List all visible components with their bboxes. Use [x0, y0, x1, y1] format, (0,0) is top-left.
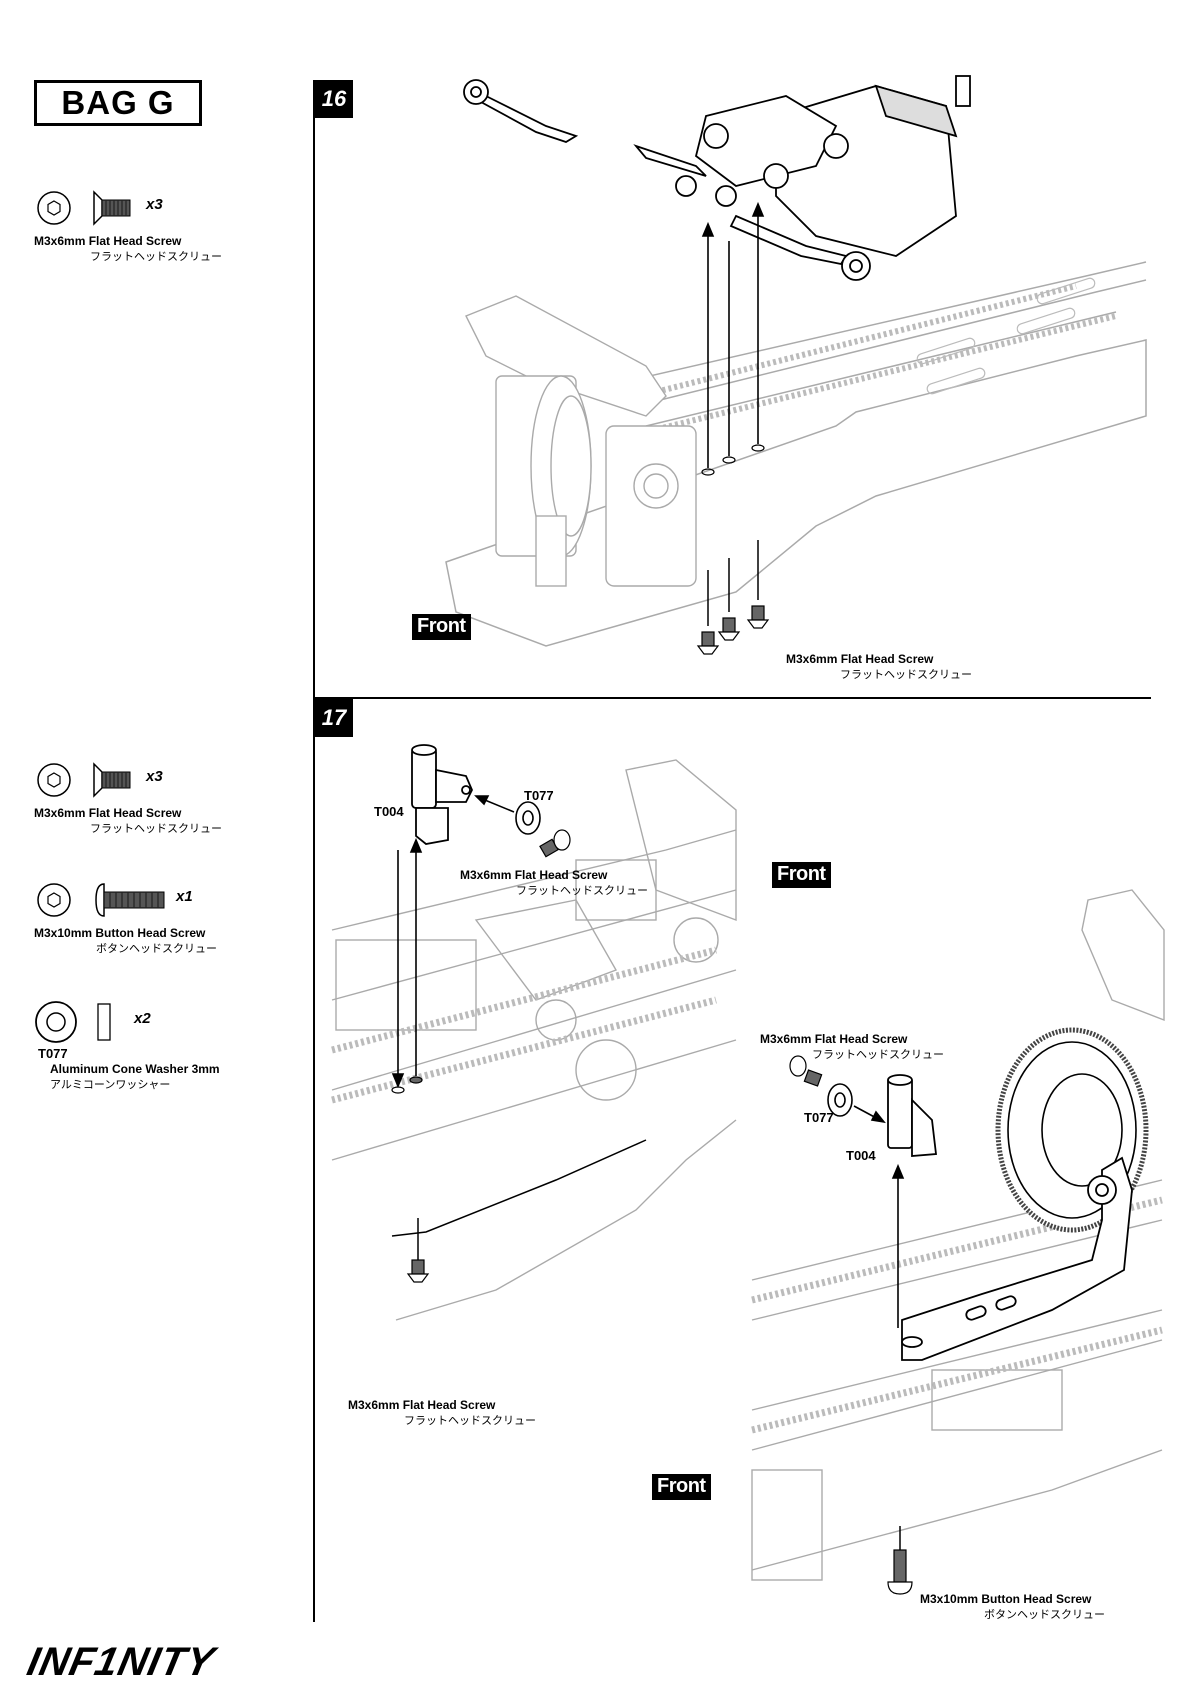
screw-callout-label-jp: フラットヘッドスクリュー: [404, 1415, 536, 1427]
flat-head-screw-icon: [93, 762, 131, 798]
part-name: M3x6mm Flat Head Screw: [34, 234, 182, 248]
front-label: Front: [652, 1474, 711, 1500]
t004-label: T004: [846, 1148, 876, 1163]
part-qty: x2: [134, 1010, 151, 1027]
cone-washer-side-icon: [97, 1003, 111, 1041]
step-17-number: 17: [315, 699, 353, 737]
screw-callout-label: M3x6mm Flat Head Screw: [760, 1032, 908, 1046]
step-17-mount-illustration: [331, 744, 737, 1321]
screw-callout-label: M3x6mm Flat Head Screw: [460, 868, 608, 882]
part-name: M3x6mm Flat Head Screw: [34, 806, 182, 820]
button-head-screw-icon: [95, 883, 165, 917]
brand-logo: INF1NITY: [23, 1640, 219, 1684]
part-qty: x3: [146, 196, 163, 213]
part-qty: x3: [146, 768, 163, 785]
screw-callout-label: M3x6mm Flat Head Screw: [348, 1398, 496, 1412]
t004-label: T004: [374, 804, 404, 819]
part-name-jp: フラットヘッドスクリュー: [90, 823, 222, 835]
step-17-spur-gear-illustration: [751, 889, 1165, 1595]
section-divider-vertical: [313, 80, 315, 1622]
screw-callout-label-jp: ボタンヘッドスクリュー: [984, 1609, 1105, 1621]
step-16-assembly-illustration: [445, 75, 1147, 655]
screw-callout-label-jp: フラットヘッドスクリュー: [516, 885, 648, 897]
part-name: M3x10mm Button Head Screw: [34, 926, 206, 940]
flat-head-screw-icon: [93, 190, 131, 226]
t077-label: T077: [524, 788, 554, 803]
hex-socket-icon: [37, 883, 71, 917]
part-name: Aluminum Cone Washer 3mm: [50, 1062, 220, 1076]
part-code: T077: [38, 1046, 68, 1061]
hex-socket-icon: [37, 191, 71, 225]
bag-title: BAG G: [34, 80, 202, 126]
part-qty: x1: [176, 888, 193, 905]
screw-callout-label: M3x10mm Button Head Screw: [920, 1592, 1092, 1606]
screw-callout-label-jp: フラットヘッドスクリュー: [840, 669, 972, 681]
front-label: Front: [772, 862, 831, 888]
hex-socket-icon: [37, 763, 71, 797]
part-name-jp: アルミコーンワッシャー: [50, 1079, 171, 1091]
screw-callout-label-jp: フラットヘッドスクリュー: [812, 1049, 944, 1061]
screw-callout-label: M3x6mm Flat Head Screw: [786, 652, 934, 666]
cone-washer-icon: [35, 1001, 77, 1043]
part-name-jp: フラットヘッドスクリュー: [90, 251, 222, 263]
section-divider-horizontal: [313, 697, 1151, 699]
part-name-jp: ボタンヘッドスクリュー: [96, 943, 217, 955]
front-label: Front: [412, 614, 471, 640]
step-16-number: 16: [315, 80, 353, 118]
t077-label: T077: [804, 1110, 834, 1125]
